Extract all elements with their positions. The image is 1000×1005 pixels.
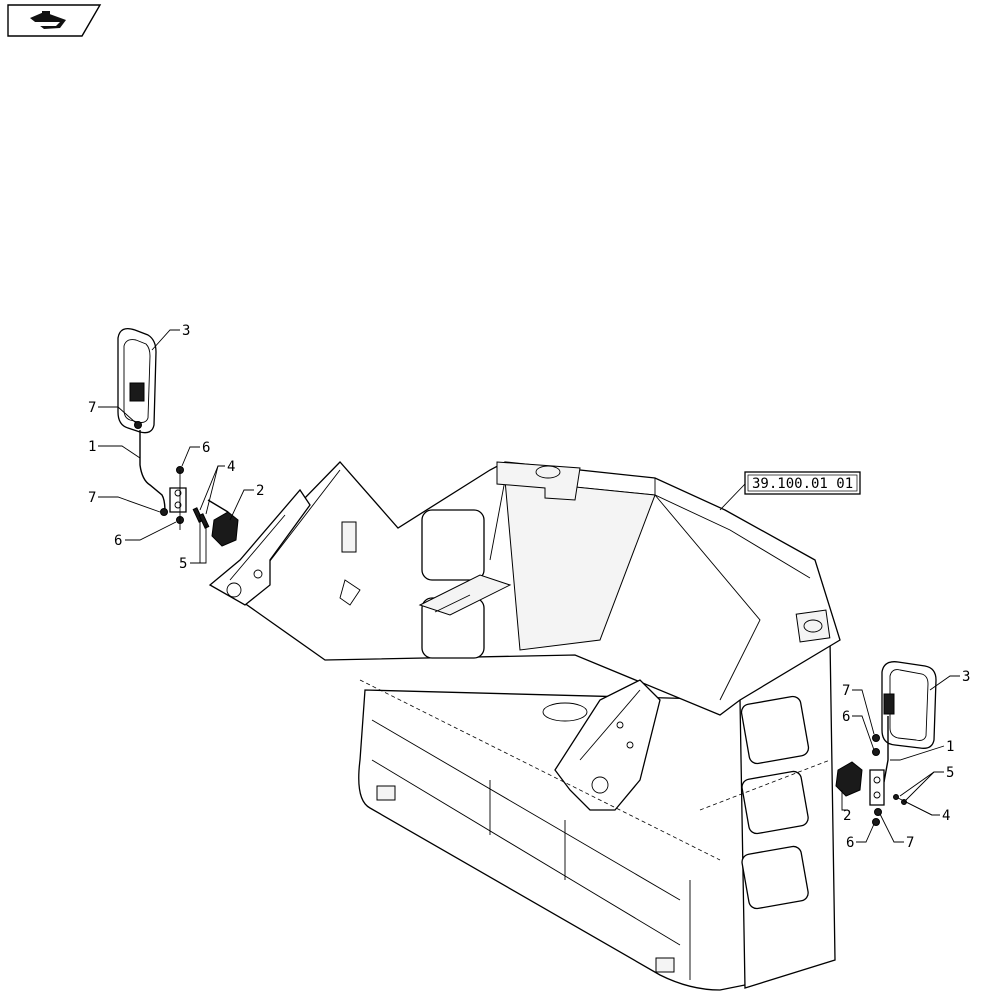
callout-right-6-bottom[interactable]: 6 — [846, 835, 854, 851]
left-mirror-assembly — [117, 327, 239, 547]
callout-left-1[interactable]: 1 — [88, 439, 96, 455]
reference-label: 39.100.01 01 — [752, 476, 853, 492]
callout-right-7-bottom[interactable]: 7 — [906, 835, 914, 851]
right-washer-7-bottom — [874, 808, 882, 816]
left-washer-7-bottom — [160, 508, 168, 516]
callout-left-2[interactable]: 2 — [256, 483, 264, 499]
left-mirror-head — [117, 327, 157, 434]
callout-right-1[interactable]: 1 — [946, 739, 954, 755]
left-mount-bracket — [211, 511, 239, 547]
callout-left-3[interactable]: 3 — [182, 323, 190, 339]
page-link-button[interactable] — [7, 4, 102, 37]
callout-labels-left: 3 7 1 6 4 7 6 2 5 — [88, 323, 264, 572]
callout-left-7-top[interactable]: 7 — [88, 400, 96, 416]
callout-left-6-top[interactable]: 6 — [202, 440, 210, 456]
callout-right-4[interactable]: 4 — [942, 808, 950, 824]
callout-labels-right: 3 7 6 1 5 2 4 6 7 — [842, 669, 970, 851]
callout-right-2[interactable]: 2 — [843, 808, 851, 824]
right-mirror-head — [881, 661, 937, 749]
callout-left-5[interactable]: 5 — [179, 556, 187, 572]
callout-right-7-top[interactable]: 7 — [842, 683, 850, 699]
callout-left-7-bottom[interactable]: 7 — [88, 490, 96, 506]
page-link-arrow-icon — [30, 11, 66, 29]
right-nut-6-top — [872, 748, 880, 756]
right-washer-7-top — [872, 734, 880, 742]
callout-left-6-bottom[interactable]: 6 — [114, 533, 122, 549]
callout-left-4[interactable]: 4 — [227, 459, 235, 475]
reference-link[interactable]: 39.100.01 01 — [744, 471, 861, 495]
right-mount-bracket — [835, 761, 863, 797]
left-washer-7-top — [134, 421, 142, 429]
cab-frame — [208, 461, 841, 991]
callout-right-6-top[interactable]: 6 — [842, 709, 850, 725]
callout-right-5[interactable]: 5 — [946, 765, 954, 781]
right-nut-6-bottom — [872, 818, 880, 826]
right-mirror-assembly — [835, 661, 937, 826]
callout-right-3[interactable]: 3 — [962, 669, 970, 685]
callout-leaders — [98, 329, 960, 843]
